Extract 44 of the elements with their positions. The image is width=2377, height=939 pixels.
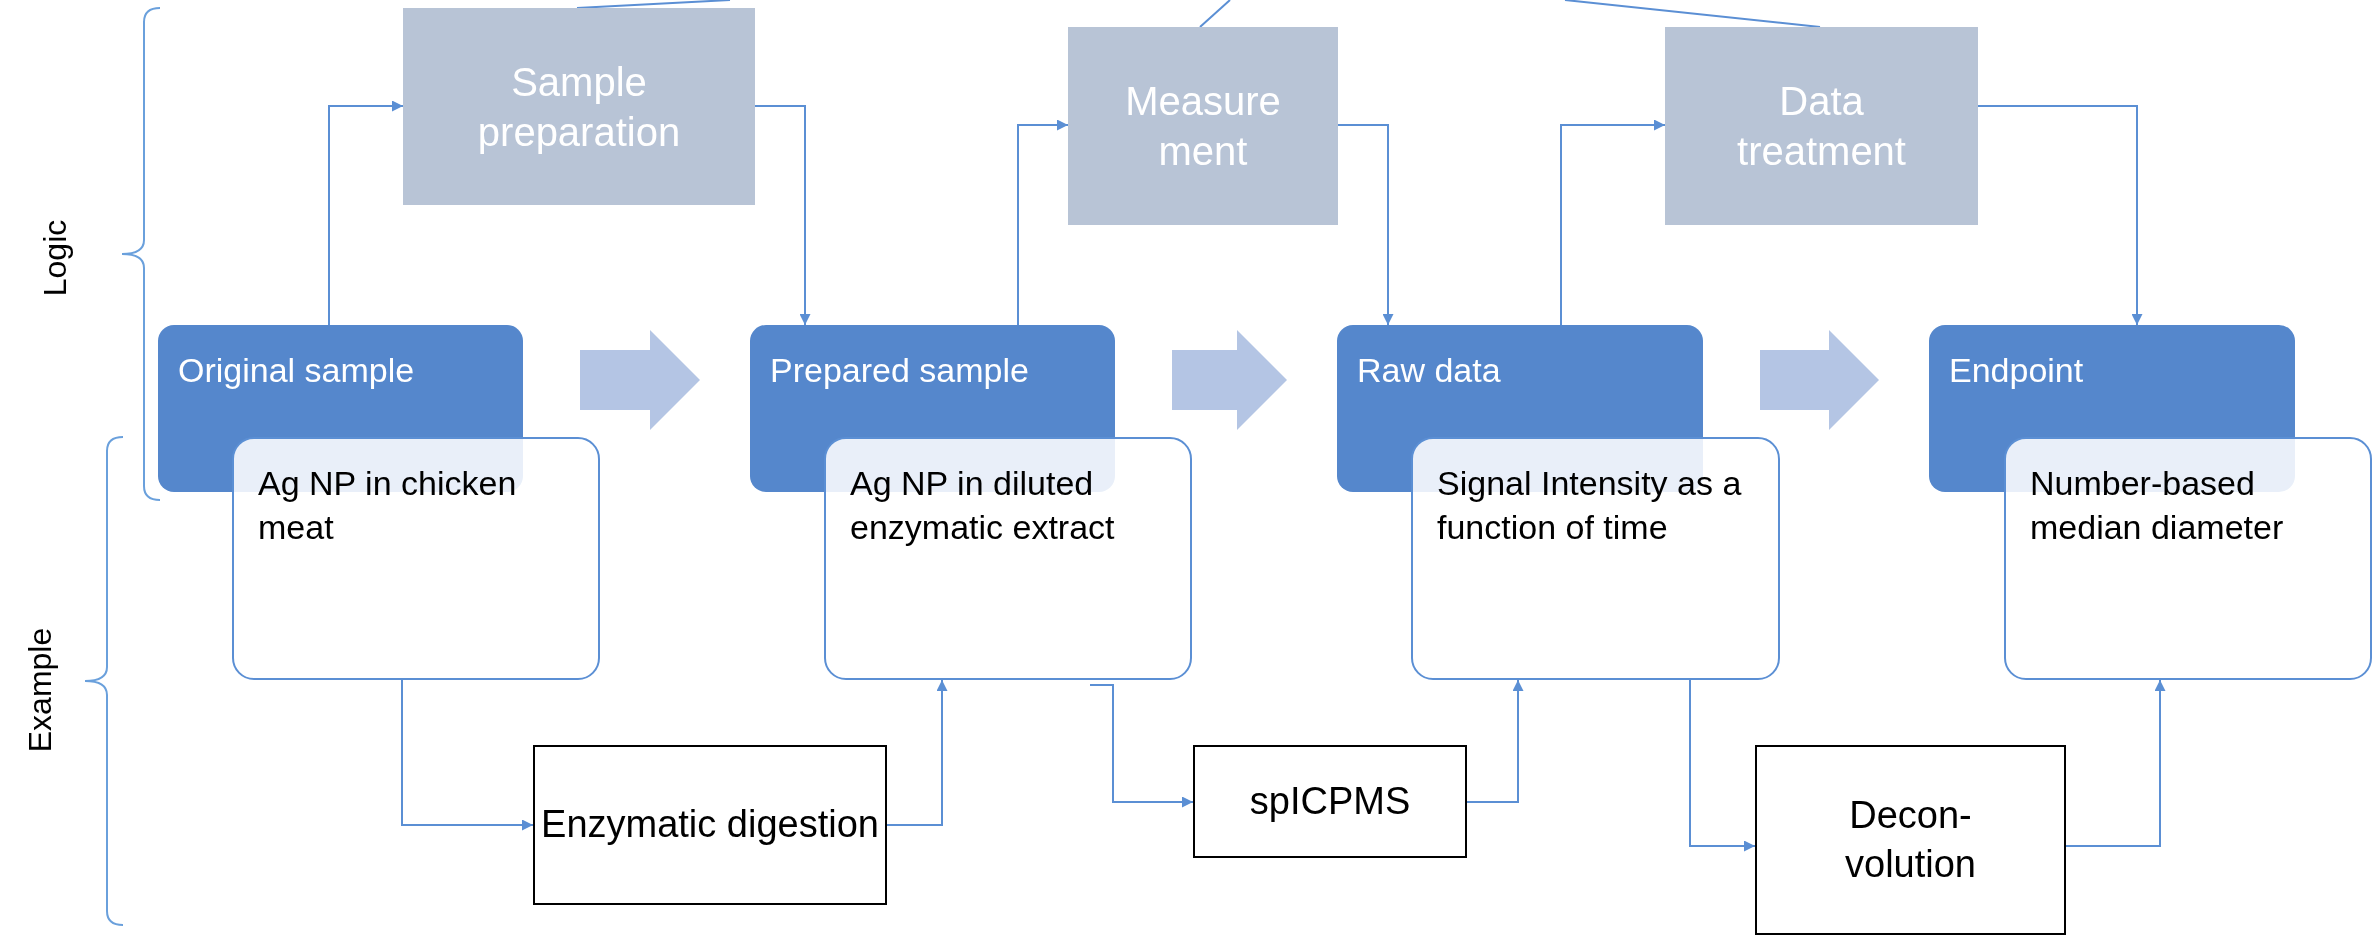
step-box xyxy=(1665,27,1978,225)
block-arrow xyxy=(1760,330,1879,430)
arrow xyxy=(1560,119,1666,326)
line xyxy=(576,0,731,9)
side-label: Example xyxy=(21,627,59,753)
box-text: Prepared sample xyxy=(770,351,1029,390)
line xyxy=(1564,0,1821,28)
example-box xyxy=(232,437,600,680)
line xyxy=(1199,0,1231,28)
box-text: Decon- volution xyxy=(1844,792,1977,887)
arrow xyxy=(886,679,948,826)
arrow xyxy=(1466,679,1524,803)
box-text: Ag NP in diluted enzymatic extract xyxy=(850,463,1116,549)
box-text: Signal Intensity as a function of time xyxy=(1437,463,1743,549)
box-text: Original sample xyxy=(178,351,415,390)
arrow xyxy=(2065,679,2166,847)
box-text: Raw data xyxy=(1357,351,1501,390)
example-box xyxy=(824,437,1192,680)
box-text: spICPMS xyxy=(1249,778,1411,824)
arrow xyxy=(1017,119,1069,326)
arrow xyxy=(1089,684,1194,808)
block-arrow xyxy=(1172,330,1287,430)
arrow xyxy=(1689,679,1756,852)
example-box xyxy=(1411,437,1780,680)
arrow xyxy=(328,100,404,326)
example-box xyxy=(2004,437,2372,680)
step-box xyxy=(1068,27,1338,225)
box-text: Ag NP in chicken meat xyxy=(258,463,518,549)
arrow xyxy=(1977,105,2143,326)
arrow xyxy=(1337,124,1394,326)
box-text: Measure ment xyxy=(1124,78,1282,175)
method-box xyxy=(1755,745,2066,935)
box-text: Endpoint xyxy=(1949,351,2084,390)
box-text: Number-based median diameter xyxy=(2030,463,2285,549)
method-box xyxy=(1193,745,1467,858)
step-box xyxy=(403,8,755,205)
box-text: Enzymatic digestion xyxy=(541,802,879,848)
arrow xyxy=(401,679,534,831)
box-text: Data treatment xyxy=(1736,78,1907,175)
arrow xyxy=(754,105,811,326)
block-arrow xyxy=(580,330,700,430)
method-box xyxy=(533,745,887,905)
side-label: Logic xyxy=(36,219,74,297)
box-text: Sample preparation xyxy=(476,58,682,156)
